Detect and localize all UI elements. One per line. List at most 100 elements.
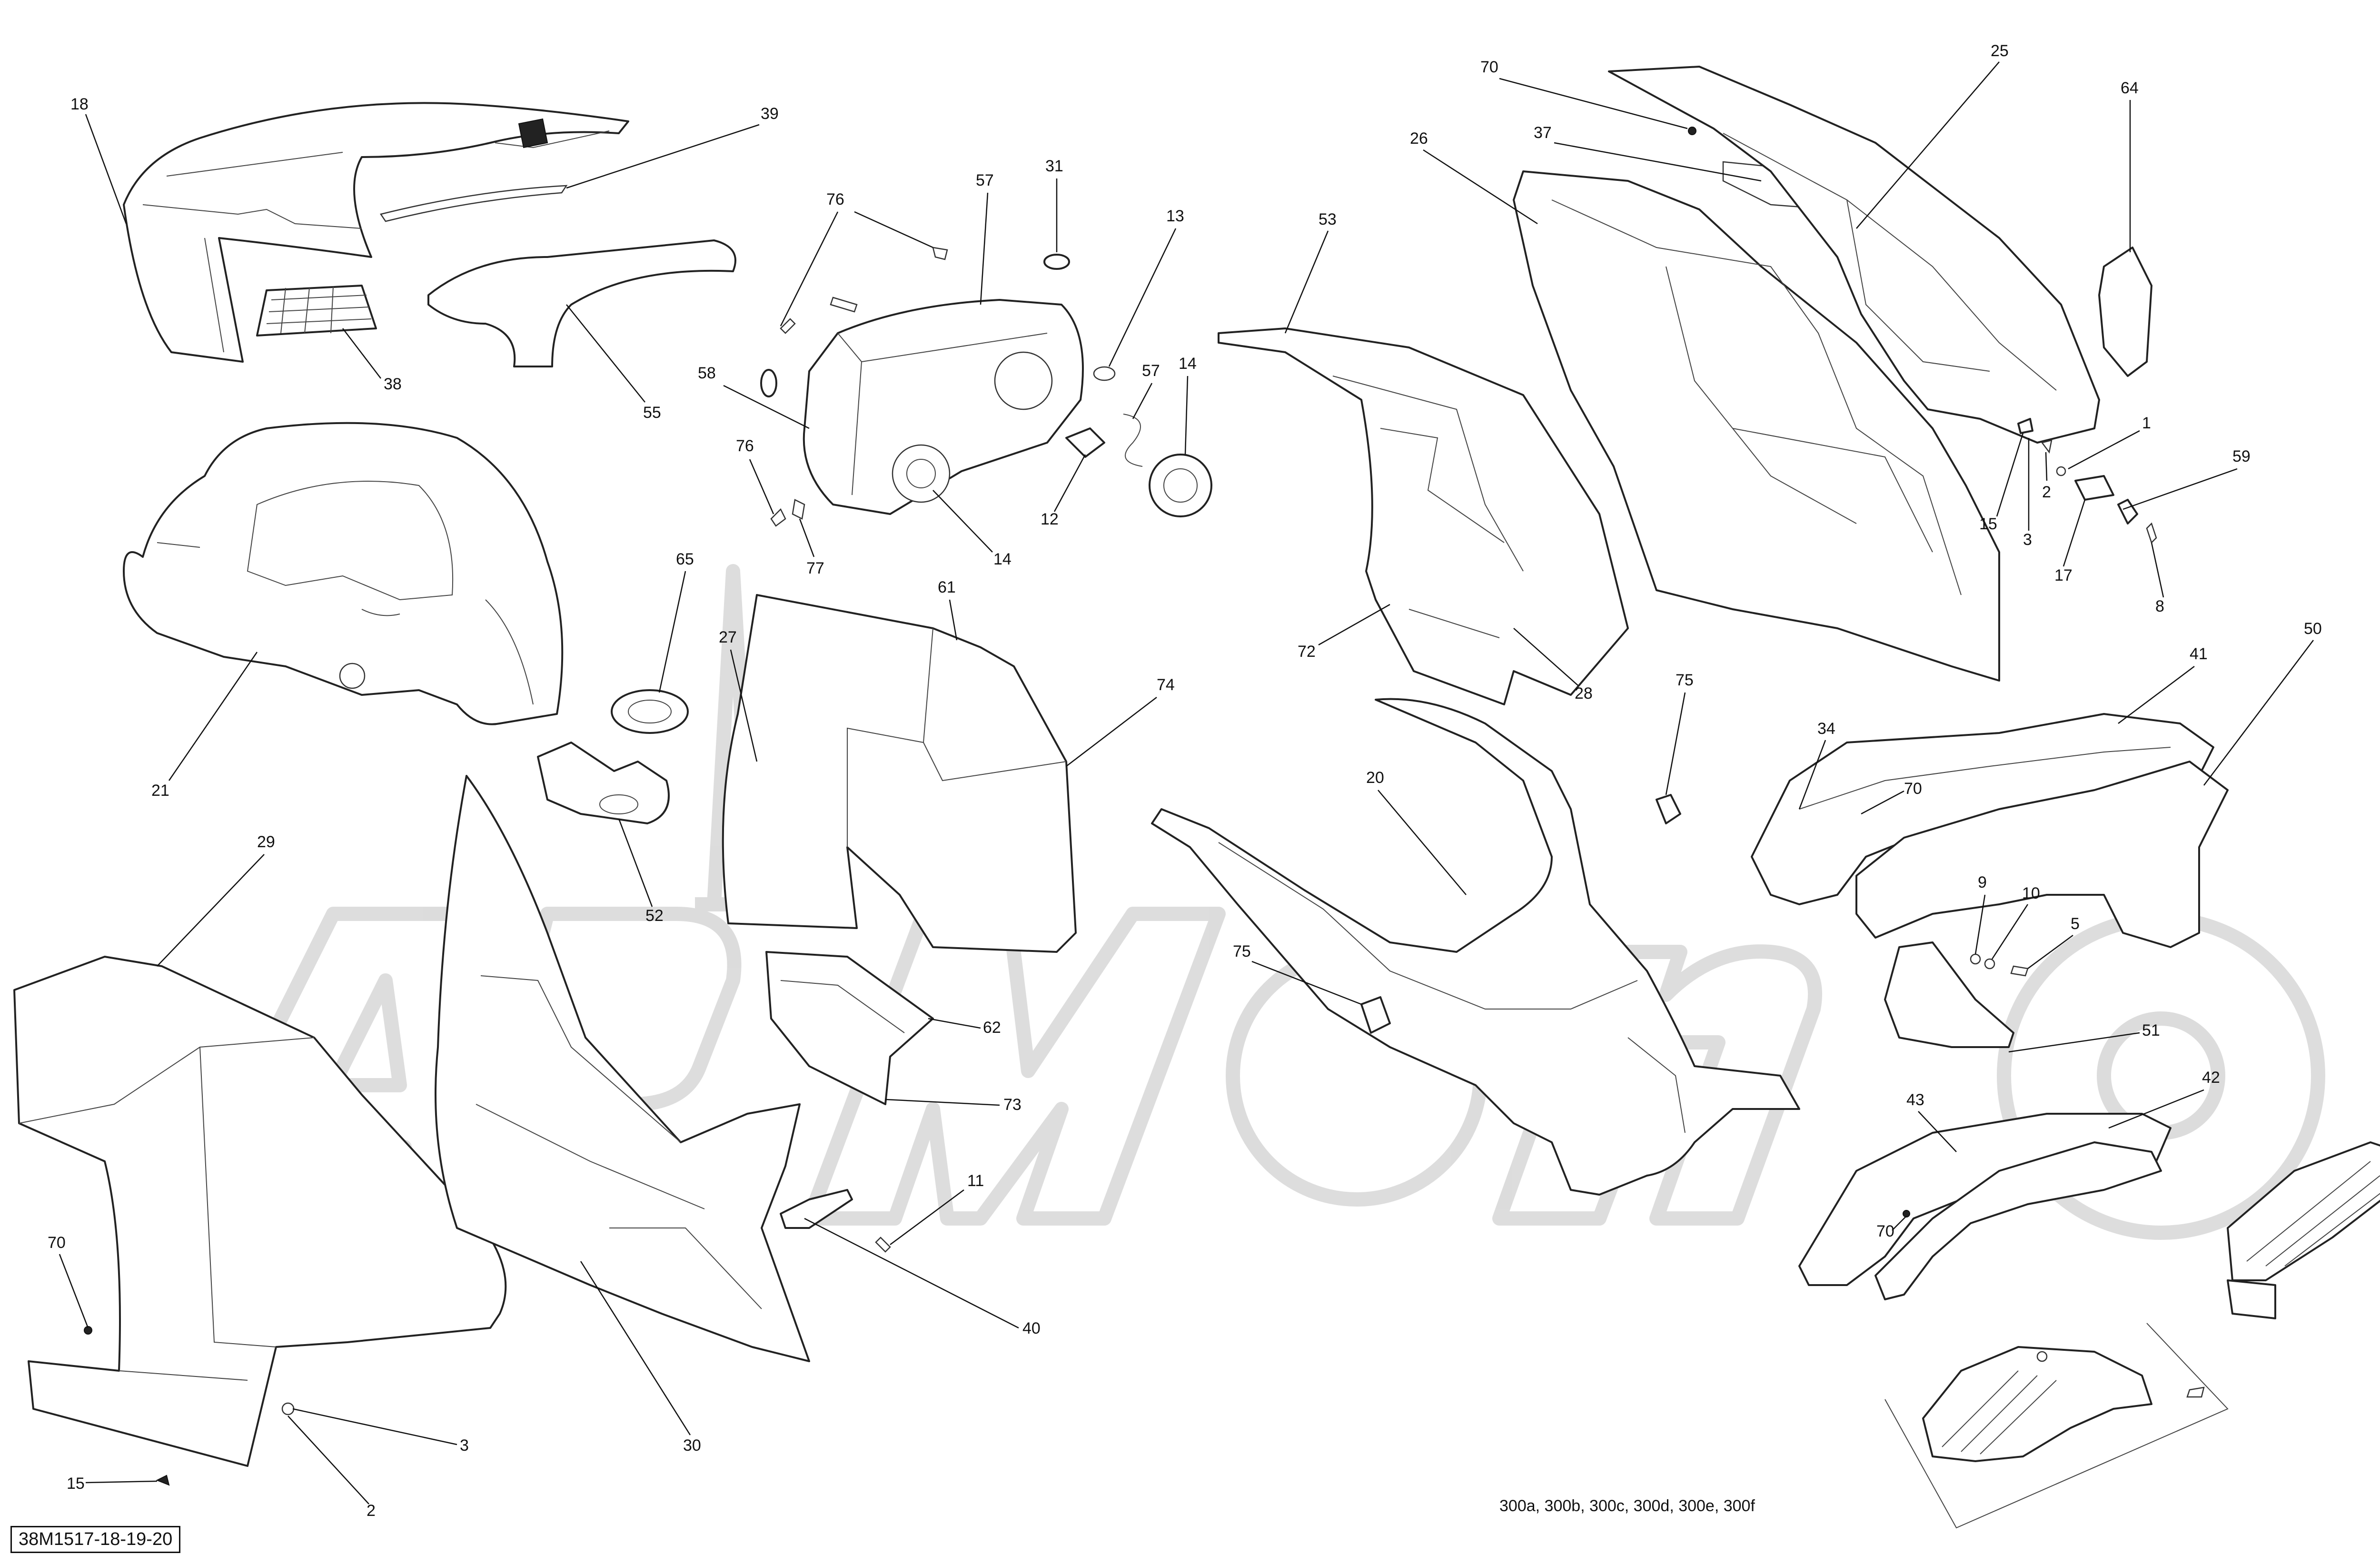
callout-label: 42 xyxy=(2202,1069,2220,1087)
leader-line xyxy=(2122,468,2238,510)
part-14-bulb-cover xyxy=(1149,454,1212,517)
leader-line xyxy=(288,1416,369,1505)
leader-line xyxy=(1798,740,1826,810)
callout-label: 2 xyxy=(367,1502,376,1520)
callout-label: 17 xyxy=(2054,566,2073,584)
leader-line xyxy=(658,571,686,693)
callout-label: 11 xyxy=(967,1172,984,1190)
leader-line xyxy=(2068,430,2140,470)
leader-line xyxy=(1861,790,1904,815)
callout-label: 9 xyxy=(1978,873,1987,891)
leader-line xyxy=(1251,960,1362,1005)
callout-label: 12 xyxy=(1041,510,1059,528)
part-30-lower-fairing xyxy=(435,775,891,1362)
part-39-decal xyxy=(379,185,568,222)
leader-line xyxy=(1132,383,1153,419)
part-52-bracket xyxy=(537,742,670,824)
callout-label: 13 xyxy=(1166,207,1184,225)
leader-line xyxy=(566,304,645,403)
callout-label: 61 xyxy=(938,578,956,596)
leader-line xyxy=(2151,542,2164,598)
callout-label: 40 xyxy=(1022,1319,1041,1337)
leader-line xyxy=(730,649,758,762)
leader-line xyxy=(1499,78,1688,129)
leader-line xyxy=(799,518,815,557)
leader-line xyxy=(2118,666,2195,724)
callout-label: 15 xyxy=(1979,515,1997,533)
part-57-headlamp-body xyxy=(803,299,1084,515)
leader-line xyxy=(85,114,127,224)
part-21-cluster-housing xyxy=(123,422,564,725)
callout-label: 59 xyxy=(2232,447,2251,465)
leader-line xyxy=(2008,1032,2140,1053)
leader-line xyxy=(949,599,958,641)
leader-line xyxy=(928,1018,981,1029)
callout-label: 55 xyxy=(643,404,661,422)
part-38-grille xyxy=(256,285,377,337)
leader-line xyxy=(1991,904,2029,960)
part-65-ring xyxy=(611,689,689,734)
leader-line xyxy=(1284,230,1329,334)
callout-label: 43 xyxy=(1906,1091,1924,1109)
callout-label: 14 xyxy=(1179,355,1197,373)
callout-label: 20 xyxy=(1366,769,1384,787)
callout-label: 64 xyxy=(2121,79,2139,97)
callout-label: 1 xyxy=(2142,414,2151,432)
part-29-side-fairing xyxy=(13,956,507,1486)
leader-line xyxy=(1108,228,1177,367)
callout-label: 62 xyxy=(983,1019,1001,1037)
callout-label: 10 xyxy=(2022,884,2040,902)
callout-label: 76 xyxy=(826,190,844,208)
part-43-42-lower-fairing xyxy=(1798,1113,2172,1300)
leader-line xyxy=(566,124,760,189)
callout-label: 70 xyxy=(1480,58,1498,76)
leader-line xyxy=(890,1189,964,1246)
leader-line xyxy=(292,1408,457,1445)
leader-line xyxy=(1423,149,1538,225)
callout-label: 37 xyxy=(1534,124,1552,142)
leader-line xyxy=(59,1254,89,1328)
callout-label: 77 xyxy=(806,559,824,577)
callout-label: 73 xyxy=(1003,1096,1021,1114)
callout-label: 74 xyxy=(1157,676,1175,694)
callout-label: 31 xyxy=(1045,157,1063,175)
callout-label: 15 xyxy=(67,1475,85,1493)
diagram-reference-number: 38M1517-18-19-20 xyxy=(10,1526,181,1553)
leader-line xyxy=(749,459,774,515)
right-side-hardware xyxy=(2017,247,2157,544)
callout-label: 27 xyxy=(719,628,737,646)
callout-label: 14 xyxy=(993,550,1012,568)
callout-label: 18 xyxy=(70,95,89,113)
leader-line xyxy=(1974,894,1986,955)
leader-line xyxy=(780,211,839,327)
part-53-72-28-nose xyxy=(1218,327,1629,705)
leader-line xyxy=(2108,1089,2204,1129)
leader-line xyxy=(2203,640,2314,786)
leader-line xyxy=(1665,692,1686,795)
callout-label: 38 xyxy=(384,375,402,393)
callout-label: 2 xyxy=(2042,483,2051,501)
callout-label: 70 xyxy=(1904,780,1922,798)
leader-line xyxy=(1856,61,2000,229)
callout-label: 41 xyxy=(2190,645,2208,663)
callout-label: 70 xyxy=(1876,1222,1894,1240)
callout-label: 25 xyxy=(1991,42,2009,60)
leader-line xyxy=(85,1480,158,1484)
leader-line xyxy=(1053,454,1086,512)
leader-line xyxy=(980,192,989,305)
leader-line xyxy=(2045,452,2048,481)
part-300-mirror-assembly xyxy=(1884,1141,2380,1529)
callout-label: 52 xyxy=(645,907,664,925)
leader-line xyxy=(854,211,933,248)
callout-label: 75 xyxy=(1676,671,1694,689)
leader-line xyxy=(580,1261,691,1435)
callouts: 18 39 38 55 76 57 31 13 58 76 77 14 12 5… xyxy=(48,42,2322,1520)
callout-label: 39 xyxy=(761,105,779,123)
callout-label: 3 xyxy=(460,1436,469,1455)
callout-label: 51 xyxy=(2142,1021,2160,1039)
leader-line xyxy=(168,652,258,781)
callout-label: 72 xyxy=(1298,643,1316,661)
callout-label: 65 xyxy=(676,550,694,568)
part-18-upper-fairing xyxy=(123,102,629,363)
